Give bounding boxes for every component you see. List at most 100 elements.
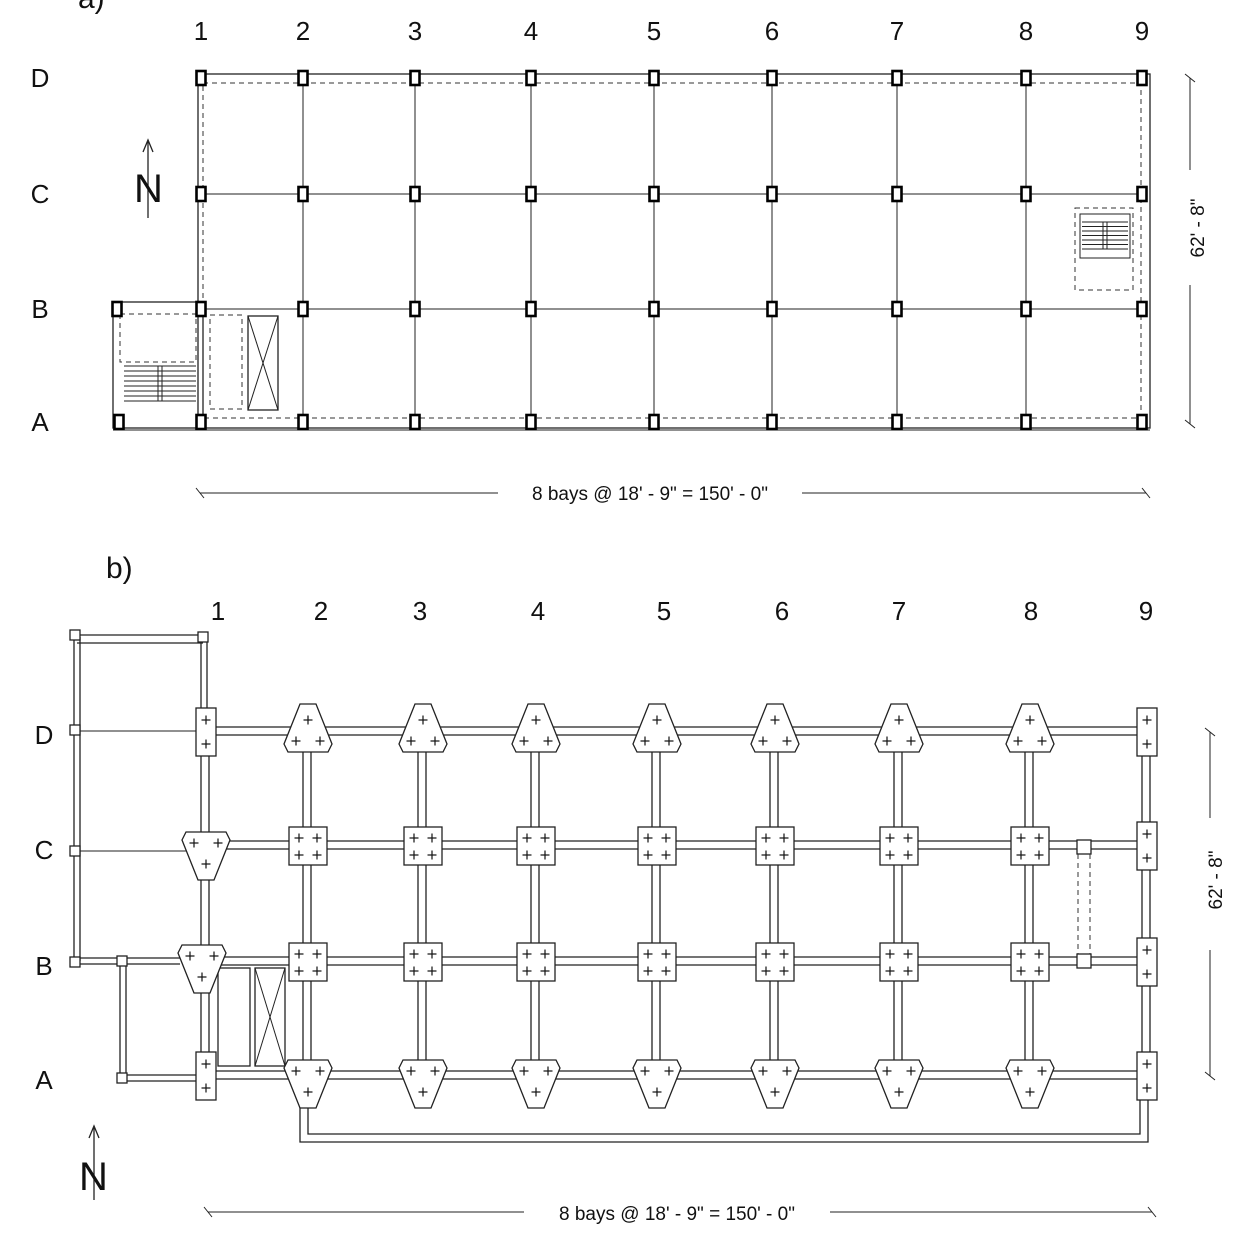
panel-a-column (648, 413, 660, 431)
panel-a-column (1136, 300, 1148, 318)
panel-a-column (525, 185, 537, 203)
panel-a-column (648, 300, 660, 318)
pile-cap-triangle (177, 944, 227, 994)
panel-a-column (1136, 413, 1148, 431)
pile-cap-square (755, 942, 795, 982)
panel-a-north-label: N (134, 167, 163, 211)
pile-cap-square (516, 826, 556, 866)
panel-b-south-tie-beam (299, 1100, 1149, 1143)
panel-a-east-stair (1074, 207, 1134, 291)
panel-a-row-label: A (31, 407, 49, 437)
panel-a-column (1020, 185, 1032, 203)
panel-b-grade-beams (200, 726, 1151, 1080)
dimension-text-backing (1205, 846, 1228, 914)
panel-a-column (195, 69, 207, 87)
panel-a-slab-outline (197, 73, 1151, 429)
panel-a-column (1020, 69, 1032, 87)
panel-b-column-label: 9 (1139, 596, 1153, 626)
panel-b-row-label: C (35, 835, 54, 865)
pile-cap-triangle (398, 703, 448, 753)
pile-cap-triangle (632, 703, 682, 753)
panel-a-column (1020, 413, 1032, 431)
panel-b-column-label: 4 (531, 596, 545, 626)
panel-a-column (195, 413, 207, 431)
panel-a-column (1136, 69, 1148, 87)
pile-cap-triangle (1005, 1059, 1055, 1109)
panel-a-column-label: 7 (890, 16, 904, 46)
pile-cap-triangle (511, 1059, 561, 1109)
pile-cap-square (755, 826, 795, 866)
panel-a-column-label: 3 (408, 16, 422, 46)
panel-a-column (891, 69, 903, 87)
panel-a-column (766, 413, 778, 431)
pile-cap-triangle (632, 1059, 682, 1109)
panel-a-column (766, 185, 778, 203)
panel-b-vertical-dimension: 62' - 8" (1204, 727, 1228, 1081)
panel-a-label: a) (78, 0, 105, 15)
panel-a-columns (111, 69, 1148, 431)
pile-cap-square (879, 826, 919, 866)
panel-a-width-dimension: 62' - 8" (1188, 199, 1209, 258)
panel-a-column (525, 413, 537, 431)
pile-cap-triangle (511, 703, 561, 753)
pile-cap-rectangular (195, 707, 217, 757)
pile-cap-square (288, 826, 328, 866)
pile-cap-rectangular (1136, 821, 1158, 871)
panel-a-column (195, 300, 207, 318)
pile-cap-triangle (874, 1059, 924, 1109)
panel-b-span-dimension: 8 bays @ 18' - 9" = 150' - 0" (559, 1204, 795, 1225)
panel-b-north-arrow: N (79, 1124, 108, 1200)
pile-cap-square (637, 826, 677, 866)
panel-a-gridlines (113, 78, 1150, 431)
pile-cap-rectangular (1136, 937, 1158, 987)
dimension-text-backing (528, 483, 772, 506)
pile-cap-square (403, 942, 443, 982)
panel-b-row-label: D (35, 720, 54, 750)
panel-b-east-stair (1076, 839, 1092, 969)
pile-cap-square (1010, 942, 1050, 982)
panel-a-column (525, 300, 537, 318)
panel-a-column (111, 300, 123, 318)
panel-b-column-label: 3 (413, 596, 427, 626)
panel-a-slab-edge-dashed (202, 82, 1142, 419)
panel-a-column (648, 185, 660, 203)
panel-a-column-label: 6 (765, 16, 779, 46)
panel-b-row-label: A (35, 1065, 53, 1095)
panel-a-column (1020, 300, 1032, 318)
panel-a-column (297, 413, 309, 431)
panel-b-row-labels: D C B A (35, 720, 54, 1095)
panel-a-column-labels: 1 2 3 4 5 6 7 8 9 (194, 16, 1149, 46)
panel-a-column (297, 69, 309, 87)
panel-a-column-label: 2 (296, 16, 310, 46)
panel-a-row-label: B (31, 294, 48, 324)
dimension-text-backing (555, 1203, 799, 1226)
panel-b-row-label: B (35, 951, 52, 981)
panel-a-column-label: 8 (1019, 16, 1033, 46)
panel-a-column-label: 4 (524, 16, 538, 46)
pile-cap-square (879, 942, 919, 982)
panel-a-column-label: 9 (1135, 16, 1149, 46)
panel-a-column (1136, 185, 1148, 203)
pile-cap-square (288, 942, 328, 982)
panel-a-column (297, 185, 309, 203)
panel-a-north-arrow: N (134, 138, 163, 218)
panel-b-width-dimension: 62' - 8" (1206, 851, 1227, 910)
panel-a-shaft (209, 314, 243, 410)
pile-cap-triangle (750, 703, 800, 753)
panel-a-column (409, 413, 421, 431)
panel-a-column (891, 413, 903, 431)
pile-cap-square (516, 942, 556, 982)
panel-a-vertical-dimension: 62' - 8" (1184, 73, 1210, 429)
pile-cap-square (403, 826, 443, 866)
panel-a-column (766, 69, 778, 87)
panel-a-column-label: 5 (647, 16, 661, 46)
panel-a-column-label: 1 (194, 16, 208, 46)
panel-a-column (113, 413, 125, 431)
panel-a-column (648, 69, 660, 87)
panel-a-stair-annex (112, 301, 279, 429)
pile-cap-triangle (181, 831, 231, 881)
panel-a-horizontal-dimension: 8 bays @ 18' - 9" = 150' - 0" (195, 483, 1151, 506)
